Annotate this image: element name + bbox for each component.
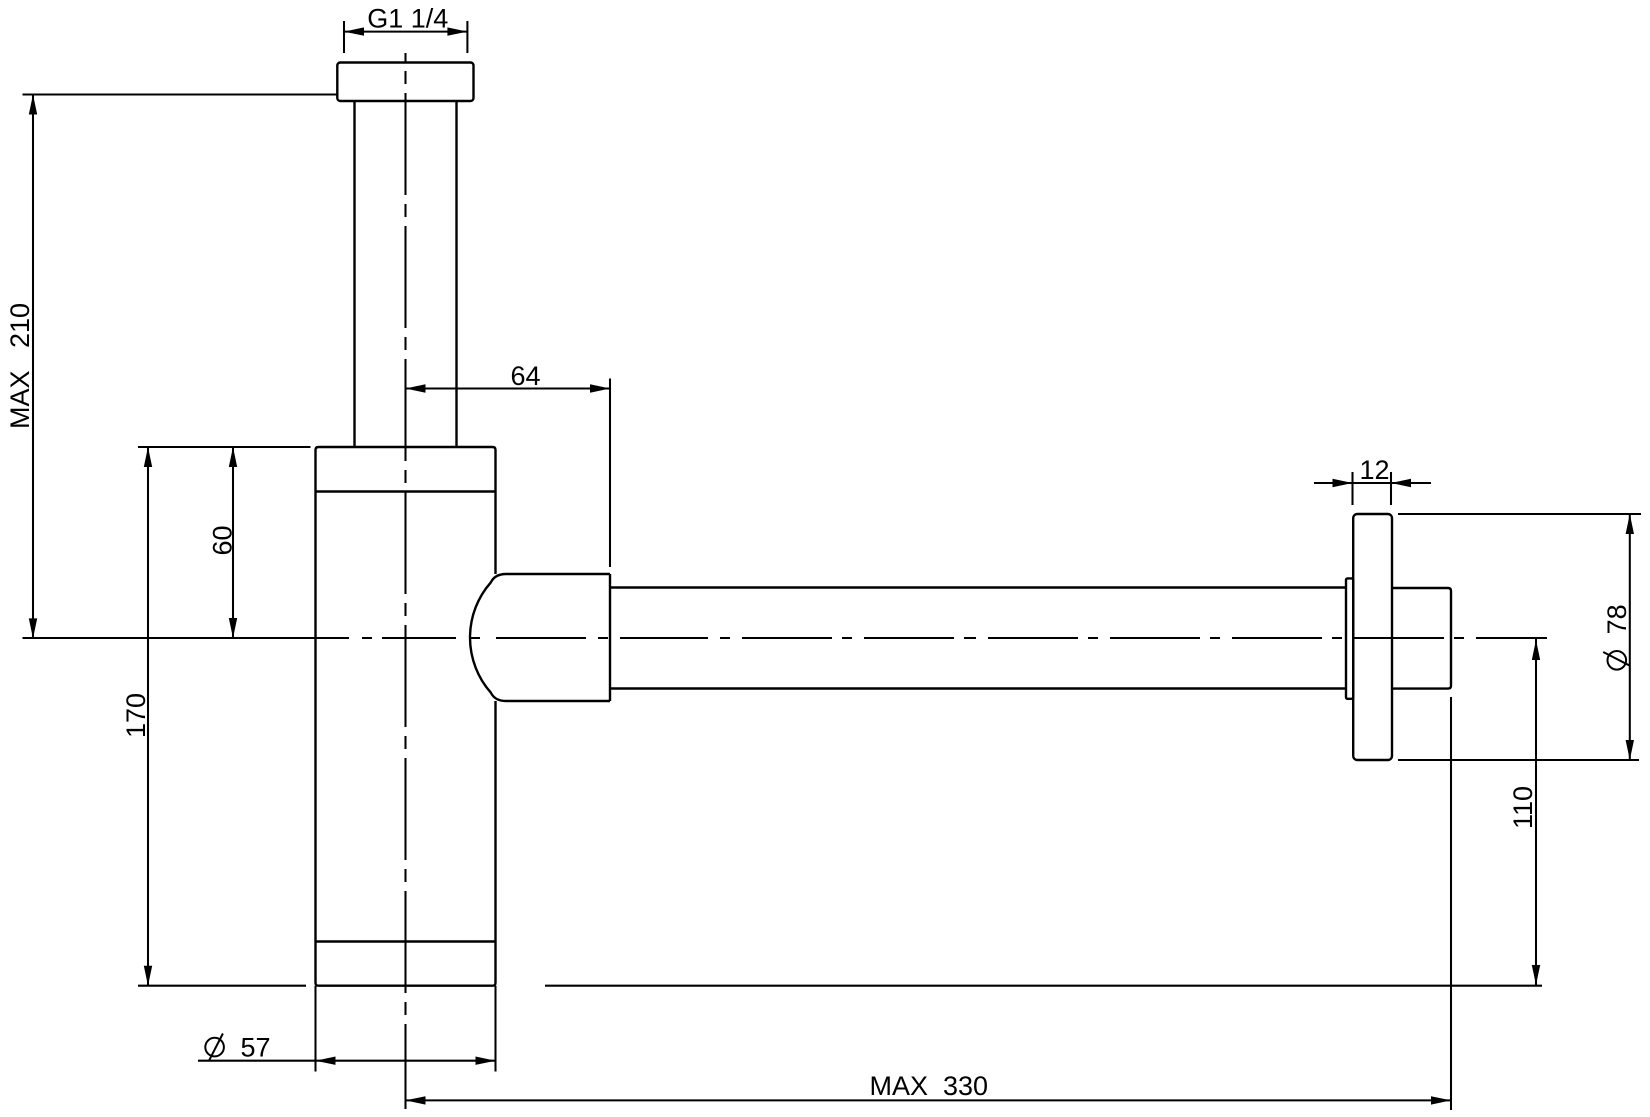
svg-text:64: 64 [510, 361, 540, 391]
svg-text:57: 57 [241, 1032, 271, 1062]
svg-text:170: 170 [121, 693, 151, 738]
svg-text:110: 110 [1508, 786, 1538, 829]
svg-text:60: 60 [208, 525, 238, 555]
svg-text:MAX 210: MAX 210 [5, 303, 35, 429]
svg-text:G1 1/4: G1 1/4 [367, 4, 448, 34]
svg-text:12: 12 [1359, 455, 1389, 485]
svg-text:78: 78 [1602, 604, 1632, 634]
svg-text:MAX 330: MAX 330 [870, 1071, 989, 1101]
